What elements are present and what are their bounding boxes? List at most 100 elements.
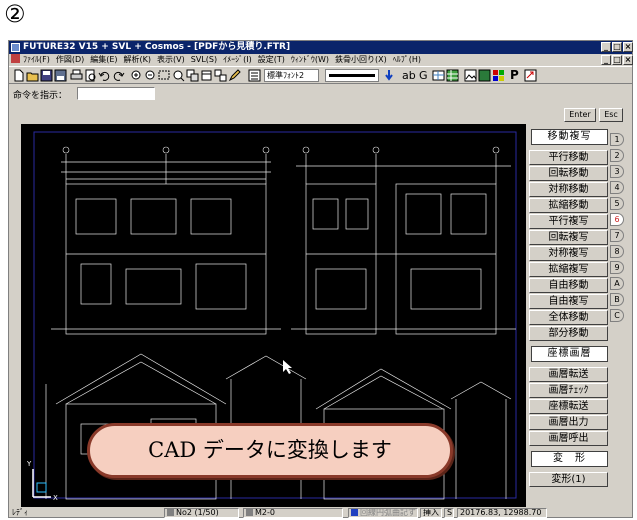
cmd-layer-transfer[interactable]: 画層転送 xyxy=(529,367,608,382)
pencil-icon[interactable] xyxy=(228,69,241,82)
new-icon[interactable] xyxy=(12,69,25,82)
cad-drawing: Y X xyxy=(26,131,517,502)
image-icon[interactable] xyxy=(464,69,477,82)
photo-icon[interactable] xyxy=(478,69,491,82)
menu-view[interactable]: 表示(V) xyxy=(157,55,185,64)
tab-9[interactable]: 9 xyxy=(610,261,624,274)
svg-text:Y: Y xyxy=(26,460,32,468)
menu-window[interactable]: ｳｨﾝﾄﾞｳ(W) xyxy=(290,55,329,64)
redo-icon[interactable] xyxy=(112,69,125,82)
cmd-transform-1[interactable]: 変形(1) xyxy=(529,472,608,487)
esc-button[interactable]: Esc xyxy=(599,108,623,122)
panel-header-coord-layer[interactable]: 座標画層 xyxy=(531,346,608,362)
tab-6[interactable]: 6 xyxy=(610,213,624,226)
doc-restore-button[interactable]: □ xyxy=(612,55,622,65)
menu-steel[interactable]: 鉄骨小回り(X) xyxy=(335,55,387,64)
cmd-scale-move[interactable]: 拡縮移動 xyxy=(529,198,608,213)
command-panel: 移動複写 平行移動 回転移動 対称移動 拡縮移動 平行複写 回転複写 対称複写 … xyxy=(529,129,627,506)
menu-settings[interactable]: 設定(T) xyxy=(257,55,285,64)
title-bar: FUTURE32 V15 + SVL + Cosmos - [PDFから見積り.… xyxy=(9,41,633,54)
table-icon[interactable] xyxy=(446,69,459,82)
palette-icon[interactable] xyxy=(492,69,505,82)
save-as-icon[interactable] xyxy=(54,69,67,82)
pan-icon[interactable] xyxy=(186,69,199,82)
tab-5[interactable]: 5 xyxy=(610,197,624,210)
cmd-parallel-copy[interactable]: 平行複写 xyxy=(529,214,608,229)
command-row: 命令を指示： xyxy=(9,85,632,101)
grid-icon[interactable] xyxy=(432,69,445,82)
menu-svl[interactable]: SVL(S) xyxy=(190,55,218,64)
arrow-down-icon[interactable] xyxy=(383,69,396,82)
cmd-layer-check[interactable]: 画層ﾁｪｯｸ xyxy=(529,383,608,398)
window-copy-icon[interactable] xyxy=(200,69,213,82)
g-tool-label[interactable]: G xyxy=(419,69,428,82)
window-tile-icon[interactable] xyxy=(214,69,227,82)
tab-7[interactable]: 7 xyxy=(610,229,624,242)
tab-c[interactable]: C xyxy=(610,309,624,322)
status-bar: ﾚﾃﾞｨ No2 (1/50) M2-0 回線円弧曲記ずまE 挿入 S 2017… xyxy=(9,507,632,519)
layer-icon[interactable] xyxy=(248,69,261,82)
cmd-rotate-copy[interactable]: 回転複写 xyxy=(529,230,608,245)
svg-text:X: X xyxy=(53,494,58,502)
tab-3[interactable]: 3 xyxy=(610,165,624,178)
tab-b[interactable]: B xyxy=(610,293,624,306)
toolbar: 標準ﾌｫﾝﾄ2 ab G P xyxy=(9,66,632,84)
tab-1[interactable]: 1 xyxy=(610,133,624,146)
minimize-button[interactable]: _ xyxy=(601,42,611,52)
cmd-all-move[interactable]: 全体移動 xyxy=(529,310,608,325)
status-layer[interactable]: M2-0 xyxy=(243,508,343,518)
menu-file[interactable]: ﾌｧｲﾙ(F) xyxy=(23,55,50,64)
sheet-icon xyxy=(167,509,174,516)
tab-8[interactable]: 8 xyxy=(610,245,624,258)
export-icon[interactable] xyxy=(524,69,537,82)
status-snap[interactable]: 回線円弧曲記ずまE xyxy=(348,508,418,518)
doc-close-button[interactable]: × xyxy=(623,55,633,65)
cmd-layer-recall[interactable]: 画層呼出 xyxy=(529,431,608,446)
status-insert: 挿入 xyxy=(420,508,442,518)
menu-analyze[interactable]: 解析(K) xyxy=(123,55,152,64)
zoom-all-icon[interactable] xyxy=(172,69,185,82)
enter-button[interactable]: Enter xyxy=(564,108,596,122)
maximize-button[interactable]: □ xyxy=(612,42,622,52)
cmd-free-move[interactable]: 自由移動 xyxy=(529,278,608,293)
command-input[interactable] xyxy=(77,87,155,100)
cmd-free-copy[interactable]: 自由複写 xyxy=(529,294,608,309)
status-sheet[interactable]: No2 (1/50) xyxy=(164,508,239,518)
callout-text: CAD データに変換します xyxy=(148,438,392,462)
print-preview-icon[interactable] xyxy=(84,69,97,82)
line-type-select[interactable] xyxy=(325,69,379,82)
cmd-parallel-move[interactable]: 平行移動 xyxy=(529,150,608,165)
menu-edit[interactable]: 編集(E) xyxy=(90,55,118,64)
font-select[interactable]: 標準ﾌｫﾝﾄ2 xyxy=(264,69,319,82)
close-button[interactable]: × xyxy=(623,42,633,52)
text-style-label[interactable]: ab xyxy=(402,69,416,82)
menu-draw[interactable]: 作図(D) xyxy=(55,55,85,64)
tab-4[interactable]: 4 xyxy=(610,181,624,194)
doc-minimize-button[interactable]: _ xyxy=(601,55,611,65)
tab-2[interactable]: 2 xyxy=(610,149,624,162)
cmd-coord-transfer[interactable]: 座標転送 xyxy=(529,399,608,414)
status-coords: 20176.83, 12988.70 xyxy=(457,508,547,518)
panel-header-move-copy[interactable]: 移動複写 xyxy=(531,129,608,145)
cmd-mirror-move[interactable]: 対称移動 xyxy=(529,182,608,197)
undo-icon[interactable] xyxy=(98,69,111,82)
zoom-in-icon[interactable] xyxy=(130,69,143,82)
cmd-mirror-copy[interactable]: 対称複写 xyxy=(529,246,608,261)
print-icon[interactable] xyxy=(70,69,83,82)
save-icon[interactable] xyxy=(40,69,53,82)
axis-icon: Y X xyxy=(26,460,58,502)
zoom-window-icon[interactable] xyxy=(158,69,171,82)
zoom-out-icon[interactable] xyxy=(144,69,157,82)
p-tool-label[interactable]: P xyxy=(510,68,519,82)
tab-a[interactable]: A xyxy=(610,277,624,290)
open-icon[interactable] xyxy=(26,69,39,82)
panel-header-transform[interactable]: 変 形 xyxy=(531,451,608,467)
menu-help[interactable]: ﾍﾙﾌﾟ(H) xyxy=(392,55,421,64)
menu-image[interactable]: ｲﾒｰｼﾞ(I) xyxy=(223,55,252,64)
cmd-scale-copy[interactable]: 拡縮複写 xyxy=(529,262,608,277)
status-snap-text: 回線円弧曲記ずまE xyxy=(360,508,417,517)
cmd-rotate-move[interactable]: 回転移動 xyxy=(529,166,608,181)
cmd-partial-move[interactable]: 部分移動 xyxy=(529,326,608,341)
cmd-layer-output[interactable]: 画層出力 xyxy=(529,415,608,430)
doc-icon xyxy=(11,54,20,63)
